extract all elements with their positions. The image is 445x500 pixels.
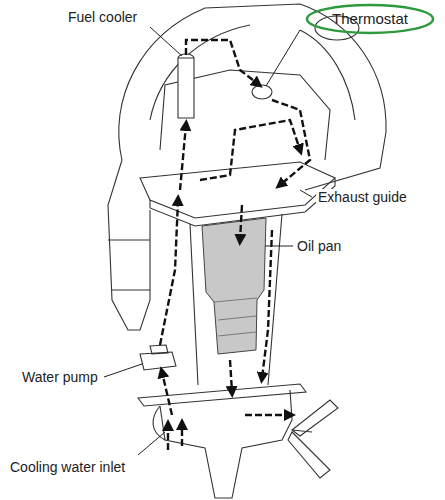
leader-line (265, 246, 293, 247)
leader-line (104, 364, 142, 377)
water-inlet-flow (181, 424, 183, 446)
leader-line (300, 190, 312, 197)
water-pump (140, 345, 176, 370)
leader-line (266, 30, 300, 86)
water-flow (200, 120, 300, 180)
thermostat-housing (252, 85, 272, 99)
oil-pan-detail (214, 298, 257, 336)
oil-pan (202, 218, 266, 354)
water-return (262, 230, 272, 378)
anti-cavitation-plate (138, 384, 306, 406)
water-outlet (245, 414, 290, 416)
water-return (230, 360, 232, 392)
part-label: Oil pan (295, 238, 343, 255)
propeller (288, 400, 338, 478)
part-label: Exhaust guide (316, 189, 409, 206)
water-inlet-flow (167, 425, 169, 450)
upper-casing (190, 214, 282, 385)
part-label: Cooling water inlet (8, 459, 127, 476)
leader-line (150, 27, 182, 56)
leader-lines (104, 27, 312, 455)
leader-line (138, 432, 165, 455)
cooling-water-path (160, 40, 310, 450)
motor-outline (108, 4, 386, 498)
water-flow (272, 100, 310, 185)
water-flow (186, 40, 258, 84)
water-flow (180, 125, 186, 190)
water-return (240, 205, 242, 240)
callout-ellipse: Thermostat (305, 3, 435, 35)
gearcase (160, 390, 292, 498)
fuel-cooler (178, 54, 194, 118)
cowling-detail (150, 25, 355, 120)
part-label: Water pump (20, 369, 100, 386)
water-flow (162, 372, 172, 415)
gearcase-nose (153, 406, 165, 440)
water-flow (160, 200, 178, 345)
part-label: Fuel cooler (66, 9, 139, 26)
part-label: Thermostat (305, 10, 435, 28)
clamp-bracket (108, 160, 150, 330)
exhaust-guide-plate (140, 162, 335, 218)
